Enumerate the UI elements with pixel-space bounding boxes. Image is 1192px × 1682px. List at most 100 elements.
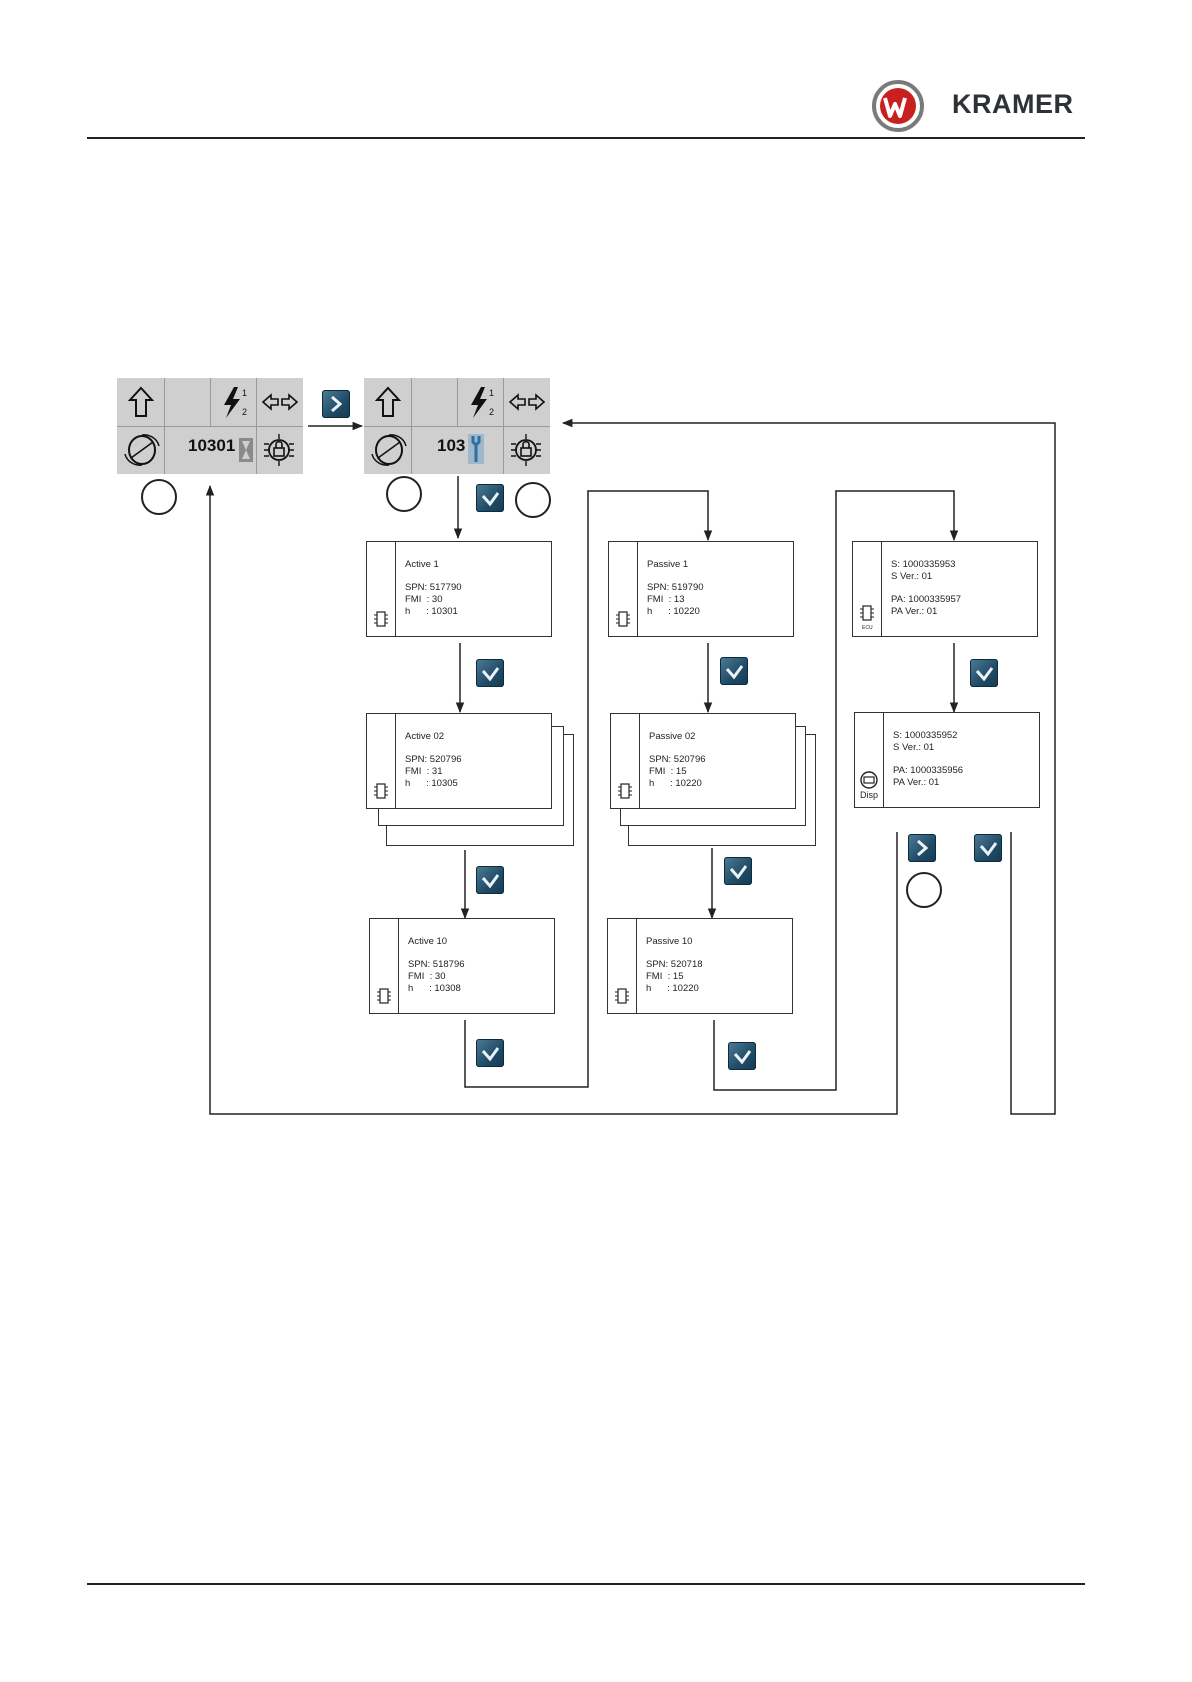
chip-icon — [860, 605, 874, 621]
next-button[interactable] — [908, 834, 936, 862]
header-rule — [87, 137, 1085, 139]
check-icon — [729, 865, 748, 880]
check-icon — [481, 492, 500, 507]
confirm-button[interactable] — [476, 659, 504, 687]
fault-fmi: FMI : 31 — [405, 766, 443, 777]
confirm-button[interactable] — [724, 857, 752, 885]
status-panel-fault: 1 2 103 — [364, 378, 550, 474]
callout-circle — [141, 479, 177, 515]
active-fault-card: Active 10 SPN: 518796 FMI : 30 h : 10308 — [369, 918, 555, 1014]
passive-fault-card: Passive 02 SPN: 520796 FMI : 15 h : 1022… — [610, 713, 796, 809]
fault-hours: h : 10308 — [408, 983, 461, 994]
confirm-button[interactable] — [476, 866, 504, 894]
fault-spn: SPN: 518796 — [408, 959, 465, 970]
kramer-logo-icon — [872, 80, 924, 132]
display-part-number: PA: 1000335956 — [893, 765, 964, 776]
fault-title: Active 1 — [405, 559, 439, 570]
fault-spn: SPN: 520796 — [405, 754, 462, 765]
check-icon — [975, 667, 994, 682]
fault-fmi: FMI : 15 — [646, 971, 684, 982]
fault-title: Active 10 — [408, 936, 448, 947]
arrow-up-icon[interactable] — [128, 386, 154, 418]
svg-text:2: 2 — [489, 407, 494, 417]
svg-text:1: 1 — [489, 388, 494, 398]
display-label: Disp — [860, 790, 879, 800]
passive-fault-card: Passive 10 SPN: 520718 FMI : 15 h : 1022… — [607, 918, 793, 1014]
chevron-right-icon — [331, 395, 343, 413]
fault-fmi: FMI : 30 — [408, 971, 446, 982]
callout-circle — [386, 476, 422, 512]
chip-icon — [374, 783, 388, 799]
passive-fault-card: Passive 1 SPN: 519790 FMI : 13 h : 10220 — [608, 541, 794, 637]
fault-spn: SPN: 517790 — [405, 582, 462, 593]
fault-spn: SPN: 519790 — [647, 582, 704, 593]
wrench-icon — [468, 434, 484, 464]
status-panel-main: 1 2 10301 — [117, 378, 303, 474]
confirm-button[interactable] — [970, 659, 998, 687]
left-right-arrows-icon[interactable] — [261, 392, 299, 412]
display-part-version: PA Ver.: 01 — [893, 777, 940, 788]
fault-spn: SPN: 520718 — [646, 959, 703, 970]
fault-hours: h : 10305 — [405, 778, 458, 789]
footer-rule — [87, 1583, 1085, 1585]
ecu-chip-label: ECU — [862, 625, 873, 631]
rotate-view-icon[interactable] — [370, 432, 408, 468]
machine-lock-icon[interactable] — [507, 430, 545, 470]
machine-hours-value: 10301 — [188, 436, 236, 455]
chevron-right-icon — [917, 839, 929, 857]
next-button[interactable] — [322, 390, 350, 418]
check-icon — [481, 874, 500, 889]
chip-icon — [616, 611, 630, 627]
svg-text:2: 2 — [242, 407, 247, 417]
display-icon — [860, 771, 878, 789]
rotate-view-icon[interactable] — [123, 432, 161, 468]
fault-title: Passive 10 — [646, 936, 693, 947]
left-right-arrows-icon[interactable] — [508, 392, 546, 412]
chip-icon — [374, 611, 388, 627]
check-icon — [481, 667, 500, 682]
fault-title: Passive 02 — [649, 731, 696, 742]
chip-icon — [615, 988, 629, 1004]
arrow-up-icon[interactable] — [375, 386, 401, 418]
active-fault-card: Active 02 SPN: 520796 FMI : 31 h : 10305 — [366, 713, 552, 809]
fault-fmi: FMI : 15 — [649, 766, 687, 777]
display-info-card: Disp S: 1000335952 S Ver.: 01 PA: 100033… — [854, 712, 1040, 808]
callout-circle — [515, 482, 551, 518]
ecu-part-number: PA: 1000335957 — [891, 594, 962, 605]
hourglass-icon — [239, 438, 253, 462]
confirm-button[interactable] — [476, 1039, 504, 1067]
chip-icon — [618, 783, 632, 799]
fault-hours: h : 10301 — [405, 606, 458, 617]
fault-hours: h : 10220 — [649, 778, 702, 789]
fault-title: Active 02 — [405, 731, 445, 742]
active-fault-card: Active 1 SPN: 517790 FMI : 30 h : 10301 — [366, 541, 552, 637]
ecu-serial: S: 1000335953 — [891, 559, 956, 570]
confirm-button[interactable] — [720, 657, 748, 685]
machine-lock-icon[interactable] — [260, 430, 298, 470]
lightning-icon[interactable]: 1 2 — [463, 385, 497, 419]
check-icon — [481, 1047, 500, 1062]
ecu-software-version: S Ver.: 01 — [891, 571, 933, 582]
check-icon — [725, 665, 744, 680]
check-icon — [979, 842, 998, 857]
lightning-icon[interactable]: 1 2 — [216, 385, 250, 419]
ecu-info-card: ECU S: 1000335953 S Ver.: 01 PA: 1000335… — [852, 541, 1038, 637]
fault-title: Passive 1 — [647, 559, 689, 570]
callout-circle — [906, 872, 942, 908]
brand-name: KRAMER — [952, 89, 1074, 119]
confirm-button[interactable] — [728, 1042, 756, 1070]
check-icon — [733, 1050, 752, 1065]
fault-spn: SPN: 520796 — [649, 754, 706, 765]
fault-count-value: 103 — [437, 436, 466, 455]
fault-fmi: FMI : 30 — [405, 594, 443, 605]
fault-hours: h : 10220 — [647, 606, 700, 617]
ecu-part-version: PA Ver.: 01 — [891, 606, 938, 617]
confirm-button[interactable] — [476, 484, 504, 512]
fault-hours: h : 10220 — [646, 983, 699, 994]
display-software-version: S Ver.: 01 — [893, 742, 935, 753]
fault-fmi: FMI : 13 — [647, 594, 685, 605]
svg-text:1: 1 — [242, 388, 247, 398]
display-serial: S: 1000335952 — [893, 730, 958, 741]
confirm-button[interactable] — [974, 834, 1002, 862]
